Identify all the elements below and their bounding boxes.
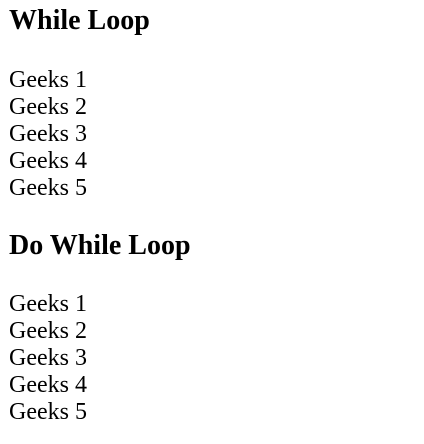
output-line: Geeks 4 [9,148,87,174]
output-line: Geeks 5 [9,175,87,201]
output-line: Geeks 1 [9,291,87,317]
output-line: Geeks 3 [9,345,87,371]
do-while-loop-heading: Do While Loop [9,230,191,261]
output-line: Geeks 5 [9,399,87,425]
page-content: While Loop Geeks 1 Geeks 2 Geeks 3 Geeks… [9,5,424,426]
output-line: Geeks 3 [9,121,87,147]
while-loop-output: Geeks 1 Geeks 2 Geeks 3 Geeks 4 Geeks 5 [9,67,424,202]
do-while-loop-output: Geeks 1 Geeks 2 Geeks 3 Geeks 4 Geeks 5 [9,291,424,426]
output-line: Geeks 2 [9,94,87,120]
while-loop-heading: While Loop [9,5,150,36]
output-line: Geeks 1 [9,67,87,93]
output-line: Geeks 2 [9,318,87,344]
output-line: Geeks 4 [9,372,87,398]
